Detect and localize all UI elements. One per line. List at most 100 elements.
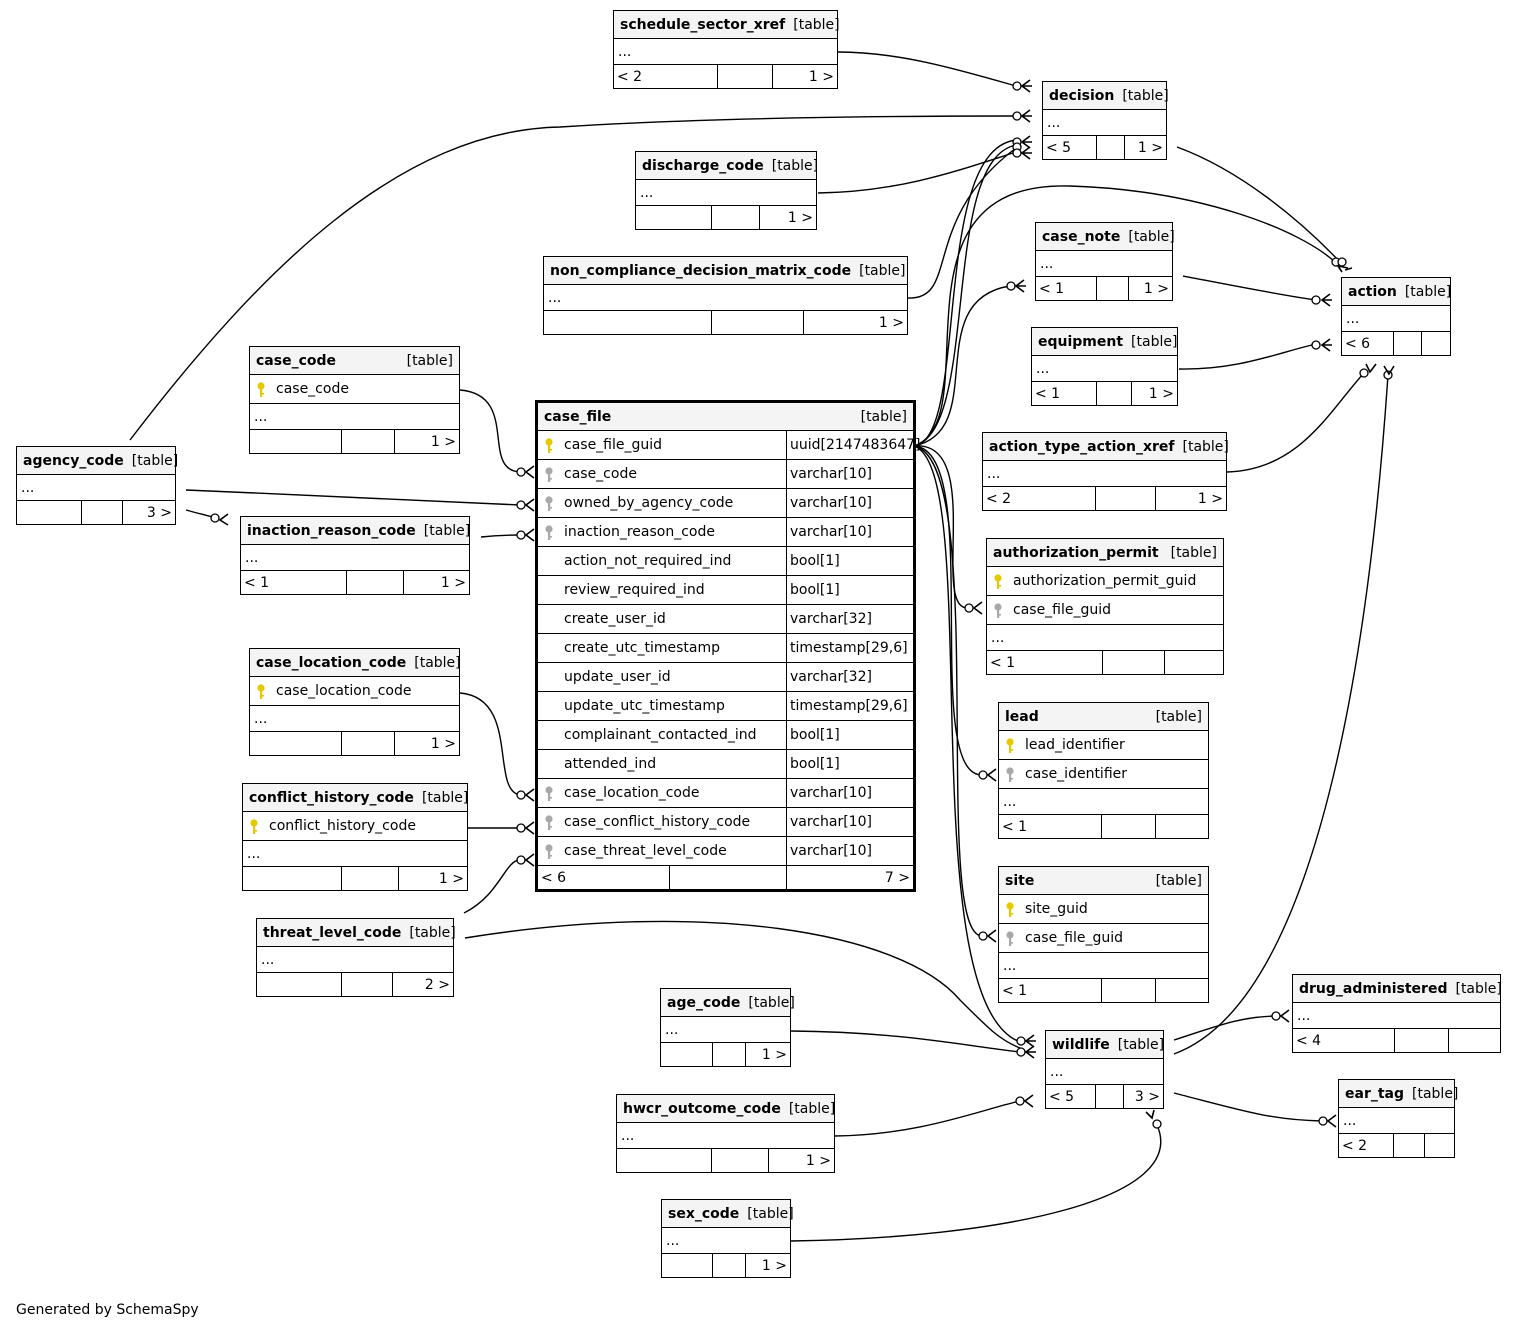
parents-count: < 1 [1002,982,1028,999]
children-count: 1 > [745,1254,790,1277]
edge-case-file-case-note [913,285,1011,447]
table-tag: [table] [1122,87,1169,104]
column-name: case_identifier [1025,766,1128,782]
edge-end-circle [1359,368,1369,378]
children-count: 1 > [1128,277,1172,300]
edge-end-circle [978,770,988,780]
table-footer: 2 > [257,973,453,996]
table-action[interactable]: action[table] ... < 6 [1341,277,1451,356]
table-agency-code[interactable]: agency_code[table] ... 3 > [16,446,178,525]
crowfoot [1365,363,1377,374]
edge-discharge-code-decision [817,151,1017,194]
table-threat-level-code[interactable]: threat_level_code[table] ... 2 > [256,918,456,997]
edge-age-code-wildlife [790,1030,1021,1053]
crowfoot [524,498,535,512]
children-count [1164,651,1223,674]
column-row: site_guid [999,895,1208,924]
table-tag: [table] [859,262,906,279]
crowfoot [1023,1094,1034,1108]
ellipsis: ... [614,39,837,65]
column-name: update_utc_timestamp [564,698,725,714]
table-discharge-code[interactable]: discharge_code[table] ... 1 > [635,151,818,230]
table-name: drug_administered [1299,980,1448,997]
column-name: case_file_guid [1013,602,1112,618]
table-inaction-reason-code[interactable]: inaction_reason_code[table] ... < 1 1 > [240,516,470,595]
rows-count [669,866,786,889]
ellipsis: ... [243,841,467,867]
table-name: case_note [1042,228,1121,245]
rows-count [1393,1134,1424,1157]
parents-count [661,1043,712,1066]
ellipsis: ... [1043,110,1166,136]
table-tag: [table] [1128,228,1175,245]
children-count [1448,1029,1500,1052]
table-hwcr-outcome-code[interactable]: hwcr_outcome_code[table] ... 1 > [616,1094,835,1173]
table-case-location-code[interactable]: case_location_code[table] case_location_… [249,648,461,756]
rows-count [711,311,803,334]
crowfoot [1024,1045,1036,1059]
parents-count [662,1254,712,1277]
rows-count [1095,1085,1123,1108]
ellipsis: ... [544,285,907,311]
table-authorization-permit[interactable]: authorization_permit[table] authorizatio… [986,538,1224,675]
table-wildlife[interactable]: wildlife[table] ... < 5 3 > [1045,1030,1164,1109]
table-tag: [table] [409,924,456,941]
table-age-code[interactable]: age_code[table] ... 1 > [660,988,795,1067]
table-conflict-history-code[interactable]: conflict_history_code[table] conflict_hi… [242,783,468,891]
primary-key-icon [999,901,1021,918]
table-name: schedule_sector_xref [620,16,786,33]
edge-action-type-action-xref-action [1226,372,1365,473]
rows-count [1393,332,1421,355]
table-site[interactable]: site[table] site_guid case_file_guid ...… [998,866,1209,1003]
crowfoot [524,821,535,835]
ellipsis: ... [1046,1059,1163,1085]
table-decision[interactable]: decision[table] ... < 5 1 > [1042,81,1169,160]
table-tag: [table] [860,408,907,425]
column-type: bool[1] [786,547,913,575]
edge-wildlife-drug-administered [1173,1015,1276,1041]
edge-end-circle [210,513,220,523]
rows-count [341,973,392,996]
table-tag: [table] [748,994,795,1011]
edge-end-circle [1383,370,1393,380]
parents-count: < 2 [1342,1137,1368,1154]
children-count: 1 > [1131,382,1177,405]
table-lead[interactable]: lead[table] lead_identifier case_identif… [998,702,1209,839]
table-footer: < 6 7 > [538,866,913,889]
crowfoot [986,768,997,782]
table-footer: 1 > [661,1043,790,1066]
table-equipment[interactable]: equipment[table] ... < 1 1 > [1031,327,1178,406]
table-name: action_type_action_xref [989,438,1175,455]
column-type: varchar[10] [786,460,913,488]
table-drug-administered[interactable]: drug_administered[table] ... < 4 [1292,974,1502,1053]
table-ear-tag[interactable]: ear_tag[table] ... < 2 [1338,1079,1458,1158]
crowfoot [986,929,997,943]
table-case-code[interactable]: case_code[table] case_code ... 1 > [249,346,460,454]
table-tag: [table] [1117,1036,1165,1053]
edge-end-circle [978,931,988,941]
table-name: hwcr_outcome_code [623,1100,781,1117]
edge-equipment-action [1178,343,1317,370]
edge-end-circle [1311,295,1321,305]
table-sex-code[interactable]: sex_code[table] ... 1 > [661,1199,794,1278]
primary-key-icon [250,381,272,398]
table-footer: 1 > [617,1149,834,1172]
parents-count: < 6 [1345,335,1371,352]
children-count: 1 > [803,311,907,334]
table-footer: 1 > [662,1254,790,1277]
table-non-compliance-decision-matrix-code[interactable]: non_compliance_decision_matrix_code[tabl… [543,256,908,335]
table-case-note[interactable]: case_note[table] ... < 1 1 > [1035,222,1175,301]
foreign-key-icon [538,495,560,512]
table-footer: < 4 [1293,1029,1500,1052]
table-schedule-sector-xref[interactable]: schedule_sector_xref[table] ... < 2 1 > [613,10,840,89]
table-action-type-action-xref[interactable]: action_type_action_xref[table] ... < 2 1… [982,432,1229,511]
column-name: lead_identifier [1025,737,1125,753]
table-footer: 1 > [243,867,467,890]
rows-count [1101,979,1155,1002]
